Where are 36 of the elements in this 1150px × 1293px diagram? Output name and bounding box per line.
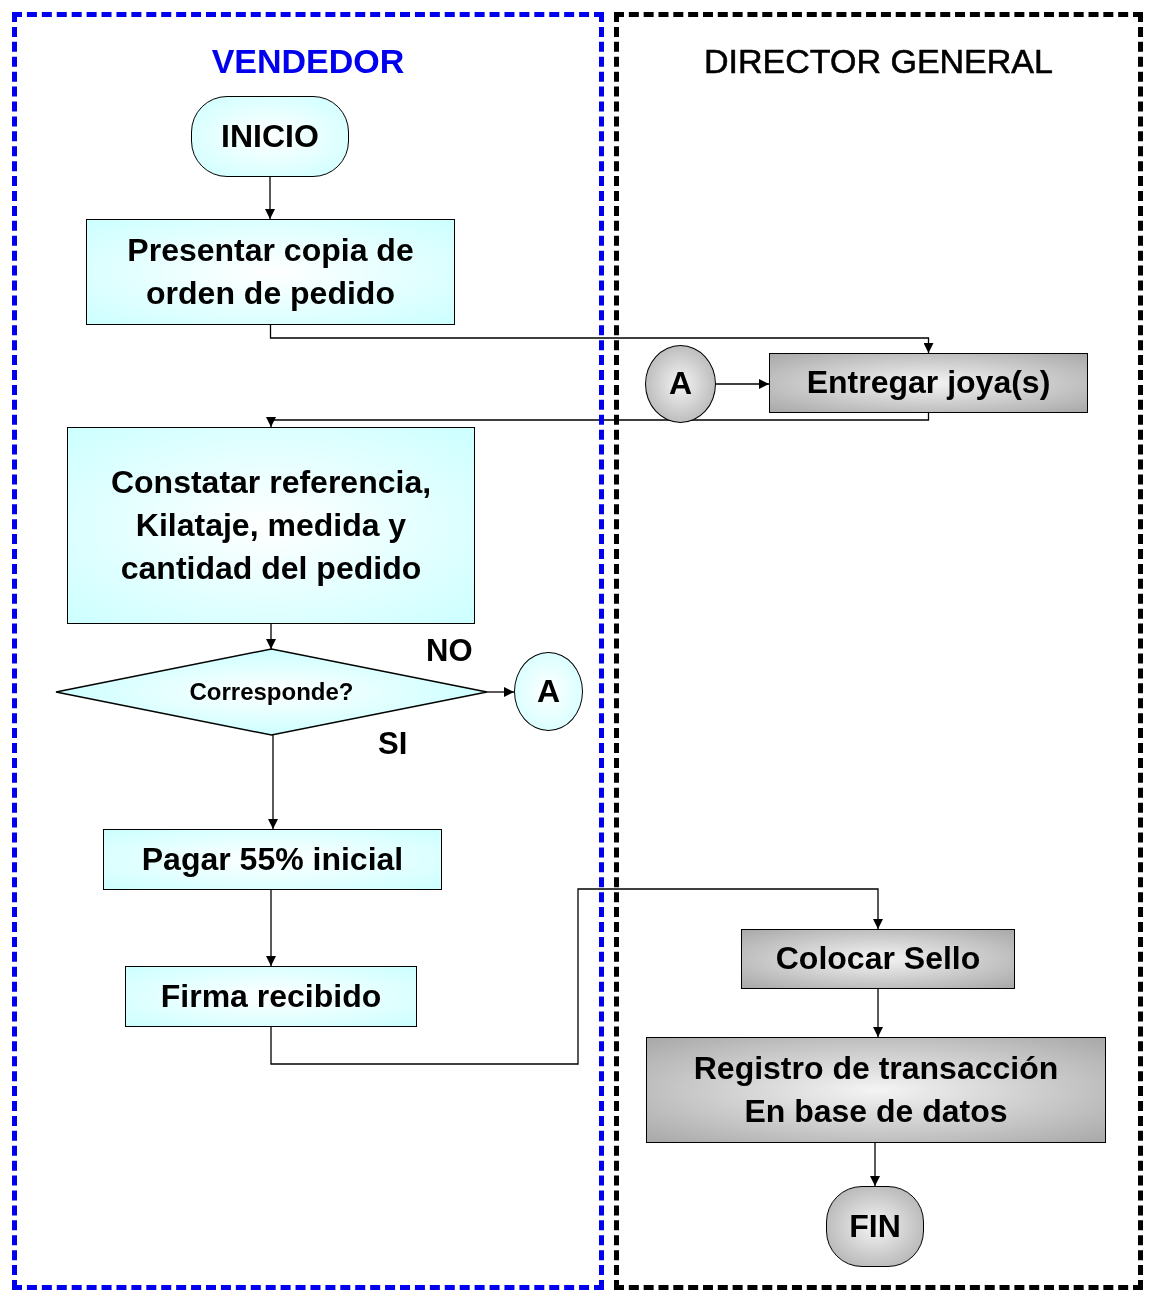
node-text: INICIO bbox=[221, 116, 319, 156]
terminal-box bbox=[191, 96, 349, 177]
arrow bbox=[873, 988, 883, 1038]
arrow bbox=[265, 176, 275, 220]
node-text: A bbox=[536, 671, 561, 711]
arrow bbox=[266, 889, 276, 967]
node-text: Firma recibido bbox=[160, 976, 382, 1016]
arrow bbox=[486, 687, 515, 697]
swimlane bbox=[614, 12, 1143, 1290]
node-text: Constatar referencia, Kilataje, medida y cantidad del pedido bbox=[109, 462, 433, 589]
arrow bbox=[870, 1142, 880, 1187]
swimlane bbox=[12, 12, 604, 1290]
node-text: A bbox=[668, 364, 693, 404]
arrow bbox=[266, 623, 276, 650]
process-box bbox=[646, 1037, 1106, 1143]
process-box bbox=[125, 966, 417, 1027]
node-text: Corresponde? bbox=[189, 676, 354, 707]
arrow bbox=[715, 379, 770, 389]
terminal-box bbox=[826, 1186, 924, 1267]
arrow bbox=[270, 888, 883, 1065]
node-text: Registro de transacción En base de datos bbox=[692, 1048, 1060, 1131]
node-text: Colocar Sello bbox=[775, 939, 981, 979]
process-box bbox=[741, 929, 1015, 989]
node-text: Entregar joya(s) bbox=[806, 363, 1051, 403]
process-box bbox=[103, 829, 442, 890]
arrow bbox=[269, 324, 934, 354]
process-box bbox=[769, 353, 1088, 413]
process-box bbox=[86, 219, 455, 325]
node-text: Presentar copia de orden de pedido bbox=[126, 230, 415, 313]
arrow bbox=[268, 734, 278, 830]
node-text: Pagar 55% inicial bbox=[141, 839, 404, 879]
lane-title: VENDEDOR bbox=[211, 42, 405, 80]
lane-title: DIRECTOR GENERAL bbox=[704, 42, 1053, 80]
node-text: FIN bbox=[849, 1206, 901, 1246]
arrow bbox=[266, 412, 930, 428]
process-box bbox=[67, 427, 475, 624]
